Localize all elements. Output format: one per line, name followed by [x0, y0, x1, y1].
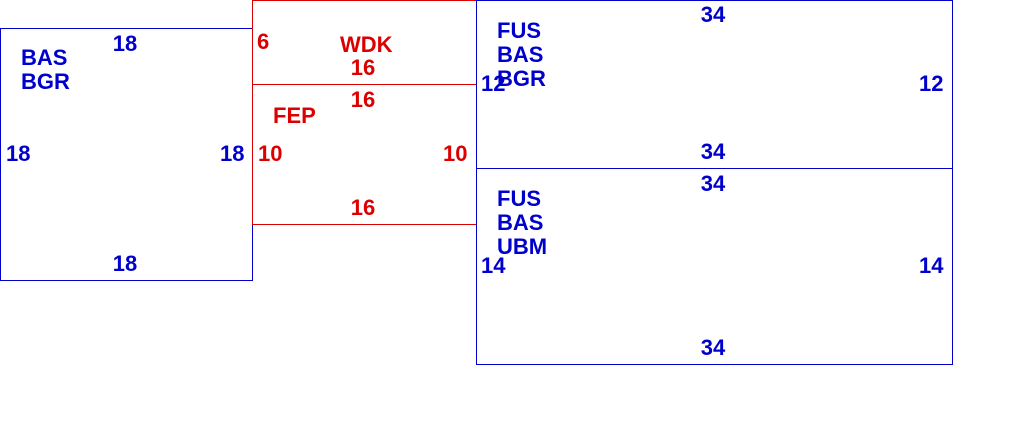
room-left-code-2: BGR — [21, 69, 70, 94]
room-fep-right-dim: 10 — [443, 141, 468, 166]
room-left-right-dim: 18 — [220, 141, 245, 166]
room-lower-right-left-dim: 14 — [481, 253, 506, 278]
room-upper-right-right-dim: 12 — [919, 71, 944, 96]
room-fep-left-dim: 10 — [258, 141, 283, 166]
room-upper-right-bottom-dim: 34 — [700, 139, 726, 164]
room-upper-right-code-3: BGR — [497, 66, 546, 91]
room-fep-bottom-dim: 16 — [350, 195, 376, 220]
room-left-top-dim: 18 — [112, 31, 138, 56]
room-fep-top-dim: 16 — [350, 87, 376, 112]
room-wdk-code: WDK — [340, 32, 393, 57]
room-lower-right-code-2: BAS — [497, 210, 544, 235]
room-wdk-bottom-dim: 16 — [350, 55, 376, 80]
room-lower-right-code-1: FUS — [497, 186, 541, 211]
room-wdk-left-dim: 6 — [257, 29, 270, 54]
room-left-code-1: BAS — [21, 45, 68, 70]
room-fep-code: FEP — [273, 103, 316, 128]
room-lower-right-code-3: UBM — [497, 234, 548, 259]
room-lower-right-bottom-dim: 34 — [700, 335, 726, 360]
room-lower-right — [476, 168, 953, 365]
room-left-bottom-dim: 18 — [112, 251, 138, 276]
room-lower-right-top-dim: 34 — [700, 171, 726, 196]
room-upper-right-codes: FUS BAS BGR — [497, 19, 546, 91]
room-lower-right-codes: FUS BAS UBM — [497, 187, 547, 259]
room-upper-right-left-dim: 12 — [481, 71, 506, 96]
room-left-left-dim: 18 — [6, 141, 31, 166]
room-lower-right-right-dim: 14 — [919, 253, 944, 278]
room-upper-right-code-2: BAS — [497, 42, 544, 67]
room-upper-right-code-1: FUS — [497, 18, 541, 43]
room-upper-right-top-dim: 34 — [700, 2, 726, 27]
room-left-codes: BAS BGR — [21, 46, 70, 94]
